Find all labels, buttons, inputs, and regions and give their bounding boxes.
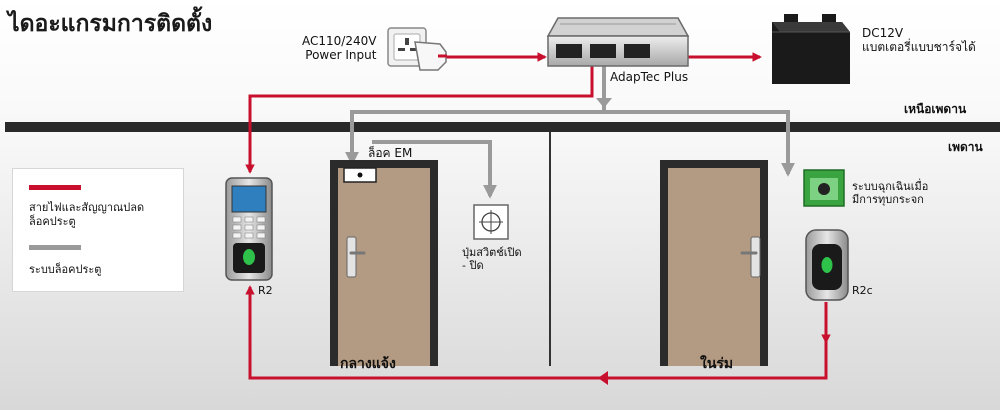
legend-red-text: สายไฟและสัญญาณปลด ล็อคประตู (29, 201, 144, 229)
red-wires (245, 52, 831, 380)
power-input-voltage: AC110/240V (302, 34, 377, 48)
battery-label: DC12V แบตเตอรี่แบบชาร์จได้ (862, 26, 976, 54)
battery-text: แบตเตอรี่แบบชาร์จได้ (862, 40, 976, 54)
reader-r2 (225, 177, 273, 281)
legend-red-text-1: สายไฟและสัญญาณปลด (29, 201, 145, 214)
reader-r2c-label: R2c (852, 284, 873, 297)
power-input-label: AC110/240V Power Input (302, 34, 376, 62)
page-title: ไดอะแกรมการติดตั้ง (8, 11, 213, 37)
red-wire-reader-outside (245, 60, 594, 174)
door-inside (660, 160, 768, 366)
gray-wire-em-lock (345, 106, 606, 166)
adaptec-controller (546, 17, 690, 67)
gray-wire-emergency (604, 110, 795, 177)
exit-button-label: ปุ่มสวิตช์เปิด - ปิด (462, 246, 522, 272)
emergency-break-glass (803, 169, 845, 207)
emergency-text-2: มีการทุบกระจก (852, 193, 924, 206)
zone-above-ceiling: เหนือเพดาน (904, 102, 967, 116)
legend-gray-text: ระบบล็อคประตู (29, 263, 102, 276)
zone-inside: ในร่ม (700, 356, 734, 372)
exit-button-text-1: ปุ่มสวิตช์เปิด (462, 246, 522, 259)
zone-outside: กลางแจ้ง (340, 356, 396, 372)
power-plug (414, 41, 447, 71)
controller-label: AdapTec Plus (610, 70, 689, 84)
door-outside (330, 160, 438, 366)
gray-wire-junction (596, 98, 612, 108)
ceiling-bar (5, 122, 1000, 132)
zone-ceiling: เพดาน (948, 140, 983, 154)
legend: สายไฟและสัญญาณปลด ล็อคประตู ระบบล็อคประต… (12, 168, 184, 292)
em-lock-device (343, 167, 377, 183)
battery (772, 14, 850, 84)
reader-r2c (805, 229, 849, 301)
emergency-text-1: ระบบฉุกเฉินเมื่อ (852, 180, 929, 193)
power-input-text: Power Input (305, 48, 377, 62)
exit-button-text-2: - ปิด (462, 259, 484, 272)
battery-voltage: DC12V (862, 26, 904, 40)
legend-red-swatch (29, 185, 81, 190)
red-flow-arrow (598, 371, 608, 385)
reader-r2-label: R2 (258, 284, 273, 297)
em-lock-label: ล็อค EM (368, 146, 413, 160)
legend-red-text-2: ล็อคประตู (29, 215, 76, 228)
gray-wire-exit-button (372, 140, 497, 199)
emergency-label: ระบบฉุกเฉินเมื่อ มีการทุบกระจก (852, 180, 928, 206)
legend-gray-swatch (29, 245, 81, 250)
exit-button-device (473, 204, 509, 240)
